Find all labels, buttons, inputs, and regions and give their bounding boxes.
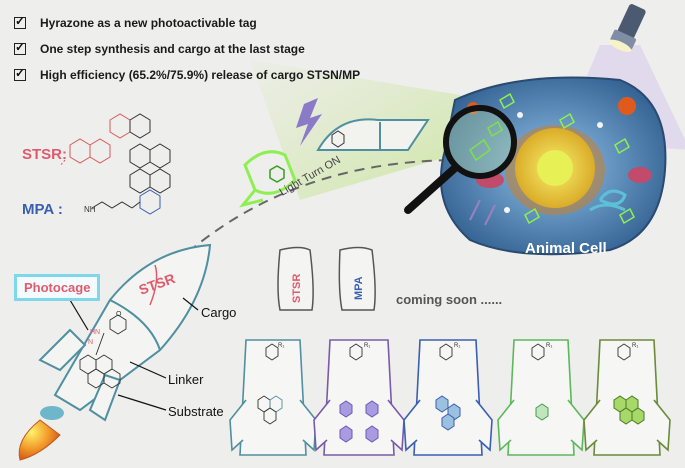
feature-item: Hyrazone as a new photoactivable tag (14, 10, 360, 36)
rocket-n: N (88, 339, 93, 346)
mpa-nh: NH (84, 205, 96, 214)
stsr-structure (59, 113, 171, 194)
cargo-pointer (182, 297, 199, 311)
trajectory-path (139, 159, 461, 301)
feature-item: One step synthesis and cargo at the last… (14, 36, 360, 62)
feature-text: High efficiency (65.2%/75.9%) release of… (40, 68, 361, 82)
checkbox-icon (14, 66, 26, 81)
stsr-label: STSR: (22, 146, 67, 163)
magnifier-icon (404, 105, 517, 214)
rocket-variants (229, 339, 671, 456)
rocket-o: O (116, 311, 122, 318)
animal-cell (439, 76, 667, 256)
photocage-pointer (69, 299, 89, 331)
cap-mpa-text: MPA (353, 276, 365, 300)
linker-label: Linker (168, 372, 204, 387)
released-cargo (316, 118, 430, 151)
linker-pointer (129, 361, 167, 379)
photocage-label: Photocage (14, 274, 101, 301)
feature-text: Hyrazone as a new photoactivable tag (40, 16, 257, 30)
lightning-icon (296, 98, 322, 146)
cargo-label: Cargo (201, 305, 237, 320)
feature-text: One step synthesis and cargo at the last… (40, 42, 305, 56)
checkbox-icon (14, 14, 26, 29)
substrate-label: Substrate (168, 404, 224, 419)
cargo-cap-mpa: MPA (338, 246, 376, 311)
variant4-r1: R₁ (546, 343, 552, 349)
mpa-structure (91, 189, 161, 215)
cargo-cap-stsr: STSR (277, 246, 314, 311)
variant2-r1: R₁ (364, 343, 370, 349)
variant1-r1: R₁ (278, 343, 284, 349)
flashlight-icon (609, 4, 646, 53)
feature-list: Hyrazone as a new photoactivable tag One… (14, 10, 360, 88)
substrate-pointer (117, 394, 167, 411)
variant5-r1: R₁ (632, 343, 638, 349)
cap-stsr-text: STSR (291, 274, 303, 303)
feature-item: High efficiency (65.2%/75.9%) release of… (14, 62, 360, 88)
rocket-icon (18, 243, 212, 461)
animal-cell-label: Animal Cell (525, 240, 607, 257)
rocket-hn: HN (90, 329, 100, 336)
checkbox-icon (14, 40, 26, 55)
glowing-rocket (239, 150, 297, 208)
coming-soon-label: coming soon ...... (396, 292, 503, 307)
mpa-label: MPA : (22, 201, 63, 218)
variant3-r1: R₁ (454, 343, 460, 349)
